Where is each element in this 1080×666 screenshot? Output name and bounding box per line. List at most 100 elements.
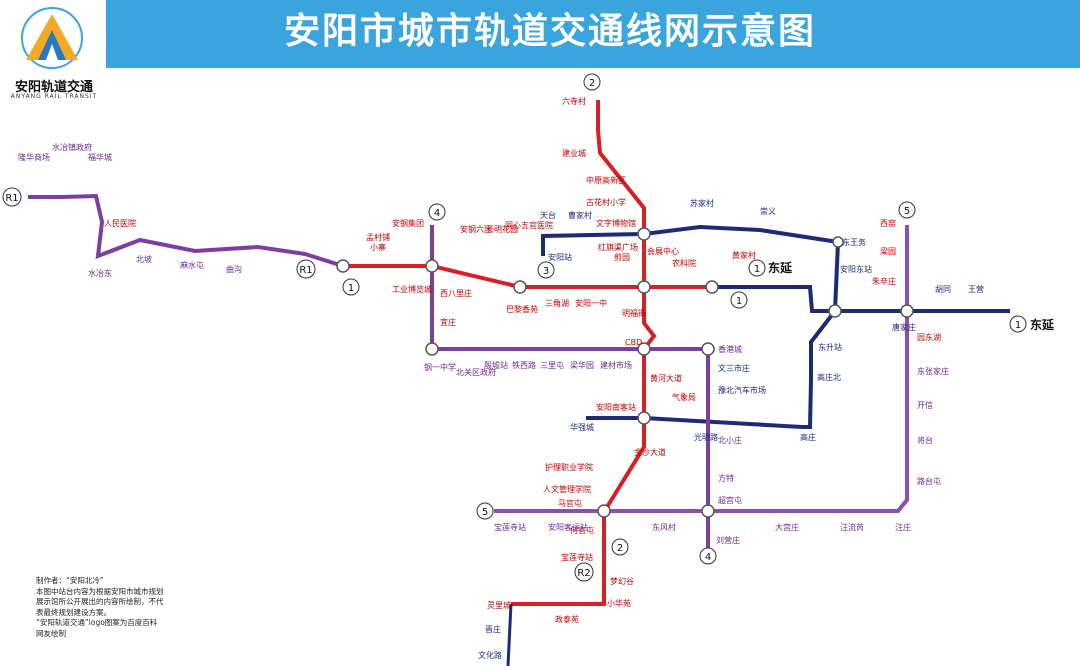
station-label: 人民医院 — [104, 218, 136, 228]
station-label: 曲沟 — [226, 264, 242, 274]
station-label: 安阳南客站 — [596, 402, 636, 412]
station-label: 安钢集团 — [392, 218, 424, 228]
station-label: 东升站 — [818, 342, 842, 352]
station-label: 铁西路 — [512, 360, 536, 370]
station-label: 灵里城 — [487, 601, 511, 610]
station-label: 北关区政府 — [456, 367, 496, 377]
station-label: 钢一中学 — [424, 362, 456, 372]
transfer-station — [701, 504, 715, 518]
station-label: 超宫屯 — [718, 495, 742, 505]
station-label: 农科院 — [672, 258, 696, 268]
badge-2a: 2 — [589, 78, 595, 89]
logo-icon — [21, 7, 83, 69]
station-label: 同心五官医院 — [505, 220, 553, 230]
line-badges: 2 4 5 R1 R1 1 3 1 1 1 5 4 2 R2 — [2, 73, 1027, 582]
station-label: 梁园 — [880, 247, 896, 256]
badge-1a: 1 — [348, 283, 354, 294]
note-line: 展示馆所公开展出的内容所绘制，不代 — [36, 597, 164, 606]
transfer-station — [705, 280, 719, 294]
station-label: 黄河大道 — [650, 373, 682, 383]
station-label: 胡同 — [935, 284, 951, 294]
badge-4b: 4 — [705, 552, 711, 563]
transfer-station — [336, 259, 350, 273]
station-label: 梦幻谷 — [610, 576, 634, 586]
station-label: 晋庄 — [485, 624, 501, 634]
note-line: 本图中站台内容为根据安阳市城市规划 — [36, 586, 164, 596]
station-label: 古花村小学 — [586, 197, 626, 207]
station-label: 曹家村 — [568, 210, 592, 220]
line-2-south-stub — [506, 603, 513, 666]
station-label: 巴黎香苑 — [506, 304, 538, 314]
badge-3a: 3 — [543, 266, 549, 277]
station-label: 东风村 — [652, 522, 676, 532]
line-4 — [430, 225, 710, 548]
station-label: 长明花园 — [486, 224, 518, 234]
station-label: 宝莲寺站 — [561, 552, 593, 562]
line-r1-west — [28, 193, 344, 268]
transfer-station — [637, 342, 651, 356]
badge-r1b: R1 — [299, 265, 312, 276]
station-label: 中原高新区 — [586, 175, 626, 185]
station-label: 崇义 — [760, 207, 776, 216]
transfer-station — [425, 259, 439, 273]
badge-5a: 5 — [904, 206, 910, 217]
station-label: 马官屯 — [558, 498, 582, 508]
station-label: 何官屯 — [570, 525, 594, 535]
station-label: 光明路 — [694, 432, 718, 442]
station-label: 麻水屯 — [180, 260, 204, 270]
note-line: 制作者：“安阳北冷” — [36, 576, 104, 585]
station-label: 高庄北 — [817, 372, 841, 382]
station-label: 安阳客运站 — [548, 522, 588, 532]
station-label: 会展中心 — [647, 246, 679, 256]
station-label: 孟村铺 — [366, 232, 390, 242]
station-label: 西窑 — [880, 218, 896, 228]
station-label: 北坡 — [136, 254, 152, 264]
station-label: 西八里庄 — [440, 288, 472, 298]
station-label: 福华城 — [88, 152, 112, 162]
note-line: 表最终规划建设方案。 — [36, 607, 111, 617]
badge-4a: 4 — [434, 208, 440, 219]
station-label: 政泰苑 — [555, 614, 579, 624]
station-label: 刘营庄 — [716, 535, 740, 545]
station-label: 护理职业学院 — [545, 462, 593, 472]
station-label: 安阳一中 — [575, 298, 607, 308]
line-1-east — [712, 285, 1010, 313]
transfer-station — [637, 411, 651, 425]
map-notes: 制作者：“安阳北冷” 本图中站台内容为根据安阳市城市规划 展示馆所公开展出的内容… — [36, 576, 236, 639]
station-label: 王营 — [968, 284, 984, 294]
station-label: 路台屯 — [917, 476, 941, 486]
note-line: 网友绘制 — [36, 628, 66, 638]
extension-label-east-2: 东延 — [1030, 317, 1055, 332]
station-label: 人文管理学院 — [543, 484, 591, 494]
station-label: 工业博览城 — [392, 284, 432, 294]
logo-panel: 安阳轨道交通 ANYANG RAIL TRANSIT — [0, 0, 106, 104]
station-label: 高庄 — [800, 432, 816, 442]
station-label: 东张家庄 — [917, 366, 949, 376]
transfer-station — [701, 342, 715, 356]
station-label: 明福街 — [622, 308, 646, 318]
note-line: “安阳轨道交通”logo图案为百度百科 — [36, 618, 158, 627]
station-label: 北小庄 — [718, 435, 742, 445]
station-label: 水冶镇政府 — [52, 142, 92, 152]
station-label: 金沙大道 — [634, 447, 666, 457]
station-label: 园东湖 — [917, 332, 941, 342]
transfer-station — [513, 280, 527, 294]
transfer-station — [832, 236, 844, 248]
station-label: 汪流芮 — [840, 522, 864, 532]
station-label: 香港城 — [718, 344, 742, 354]
extension-label-east-1: 东延 — [768, 260, 793, 275]
station-label: 剪园 — [614, 252, 630, 262]
transfer-station — [900, 304, 914, 318]
station-label: 三里屯 — [540, 360, 564, 370]
logo-subtext: ANYANG RAIL TRANSIT — [10, 93, 98, 100]
station-label: 将台 — [917, 435, 933, 445]
page-title: 安阳市城市轨道交通线网示意图 — [283, 11, 816, 52]
transfer-station — [828, 304, 842, 318]
station-label: 宝莲寺站 — [494, 522, 526, 532]
badge-2b: 2 — [617, 543, 623, 554]
station-label: 文化路 — [478, 650, 502, 660]
station-label: 豫北汽车市场 — [718, 385, 766, 395]
transfer-station — [425, 342, 439, 356]
station-label: 文三市庄 — [718, 363, 750, 373]
